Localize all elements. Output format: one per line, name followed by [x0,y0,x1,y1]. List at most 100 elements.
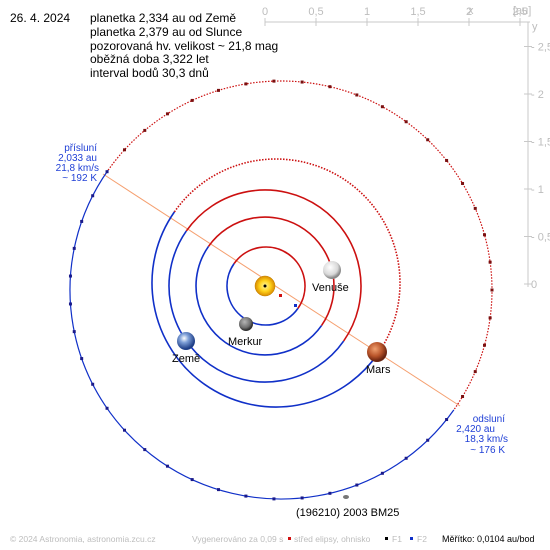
orbit-sample-point [72,246,76,250]
aphelion-speed: 18,3 km/s [465,434,508,445]
earth-orbit [168,189,362,383]
x-tick-label: 2 [466,6,472,18]
earth-icon [177,332,195,350]
orbit-sample-point [461,181,465,185]
ellipse-center-marker [279,294,282,297]
footer-copyright: © 2024 Astronomia, astronomia.zcu.cz [10,534,156,544]
orbit-sample-point [483,343,487,347]
aphelion-title: odsluní [473,414,505,425]
y-tick-label: - 1 [531,184,544,196]
sun-focus-marker [263,284,267,288]
orbit-sample-point [91,382,95,386]
orbit-sample-point [490,288,494,292]
unit-label: [au] [513,5,531,17]
orbit-sample-point [488,260,492,264]
orbit-sample-point [473,370,477,374]
orbit-sample-point [328,491,332,495]
orbit-sample-point [190,98,194,102]
mercury-orbit-above-plane [233,246,306,309]
orbit-sample-point [123,148,127,152]
scale-label: Měřítko: 0,0104 au/bod [442,534,535,544]
venus-orbit-below-plane [195,245,323,356]
orbit-sample-point [380,471,384,475]
orbit-sample-point [300,496,304,500]
y-tick-label: - 0,5 [531,232,550,244]
y-tick-label: - 2,5 [531,42,550,54]
x-tick-label: 0,5 [308,6,323,18]
orbit-sample-point [80,357,84,361]
aphelion-distance: 2,420 au [456,424,495,435]
earth-label: Země [172,353,200,365]
orbit-sample-point [143,448,147,452]
perihelion-title: přísluní [64,143,97,154]
legend-f1-marker [385,537,388,540]
orbit-sample-point [355,93,359,97]
orbit-sample-point [190,478,194,482]
footer-generated: Vygenerováno za 0,09 s [192,534,283,544]
info-line-5: interval bodů 30,3 dnů [90,66,209,80]
legend-f1-label: F1 [392,534,402,544]
x-tick-label: 2,5 [512,6,527,18]
y-tick-label: - 1,5 [531,137,550,149]
orbit-sample-point [272,79,276,83]
orbit-sample-point [426,138,430,142]
y-axis-label: y [532,21,538,33]
mars-orbit [151,158,401,408]
orbit-sample-point [483,233,487,237]
orbit-sample-point [216,88,220,92]
orbit-sample-point [165,464,169,468]
legend-center-label: střed elipsy, ohnisko [294,534,371,544]
orbit-sample-point [91,194,95,198]
orbit-sample-point [445,418,449,422]
asteroid-orbit-above-plane [107,80,493,411]
orbit-sample-point [272,497,276,501]
mars-orbit-above-plane [173,158,401,355]
earth-orbit-below-plane [168,230,345,383]
second-focus-marker [294,304,297,307]
orbit-sample-point [380,105,384,109]
orbit-sample-point [426,438,430,442]
aphelion-temperature: ~ 176 K [470,445,505,456]
orbit-sample-point [244,82,248,86]
orbit-sample-point [328,85,332,89]
x-axis-label: x [468,5,474,17]
asteroid-icon [343,495,349,499]
x-tick-label: 1 [364,6,370,18]
y-tick-label: 0 [531,279,537,291]
legend-f2-label: F2 [417,534,427,544]
mars-label: Mars [366,364,391,376]
info-line-2: planetka 2,379 au od Slunce [90,25,242,39]
mars-icon [367,342,387,362]
orbit-sample-point [80,219,84,223]
mercury-label: Merkur [228,336,263,348]
orbit-sample-point [105,170,109,174]
mercury-icon [239,317,253,331]
orbit-sample-point [355,483,359,487]
mars-orbit-below-plane [151,211,379,408]
legend-center-marker [288,537,291,540]
apsidal-line [102,173,461,407]
info-line-1: planetka 2,334 au od Země [90,11,236,25]
orbit-sample-point [105,406,109,410]
asteroid-orbit [68,79,494,501]
perihelion-info: přísluní 2,033 au 21,8 km/s ~ 192 K [56,143,99,184]
perihelion-temperature: ~ 192 K [62,173,97,184]
orbit-sample-point [143,128,147,132]
perihelion-distance: 2,033 au [58,153,97,164]
x-tick-label: 1,5 [410,6,425,18]
orbit-sample-point [445,158,449,162]
venus-orbit [195,216,335,356]
orbit-sample-point [404,120,408,124]
date-label: 26. 4. 2024 [10,11,70,25]
orbit-sample-point [68,274,72,278]
venus-orbit-above-plane [207,216,335,327]
venus-icon [323,261,341,279]
orbit-sample-point [488,316,492,320]
orbit-sample-point [216,488,220,492]
orbit-sample-point [473,206,477,210]
orbit-sample-point [123,428,127,432]
y-tick-label: - 2 [531,89,544,101]
orbit-sample-point [300,80,304,84]
